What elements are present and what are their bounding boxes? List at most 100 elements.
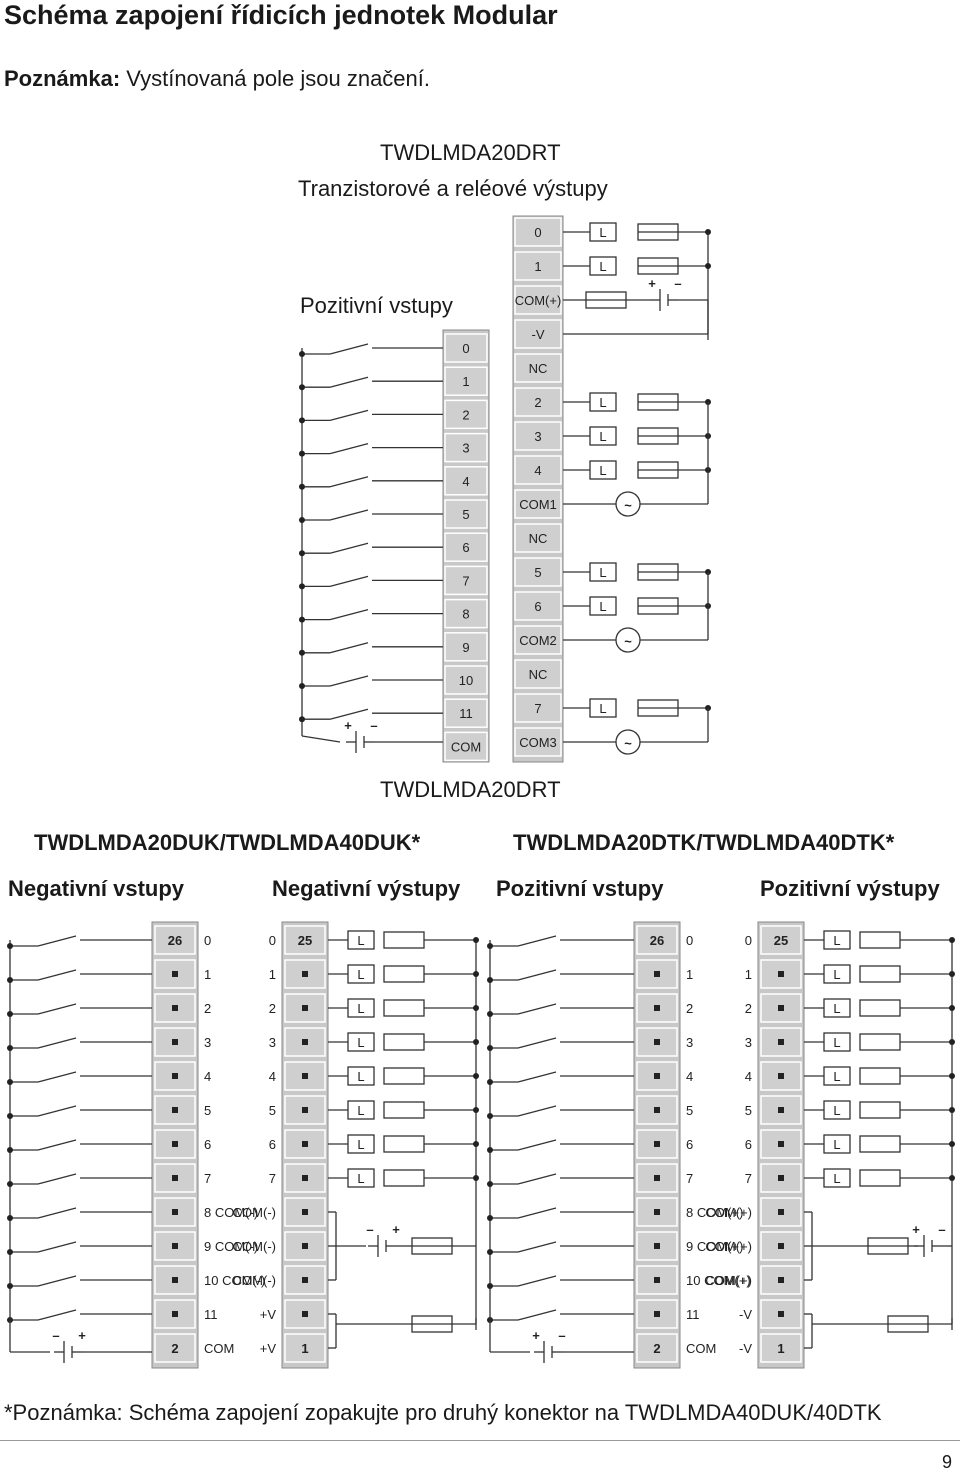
junction-dot — [299, 450, 305, 457]
output-terminal-label: COM(+) — [705, 1205, 752, 1220]
pin-dot — [302, 1243, 308, 1249]
battery-sign: – — [558, 1328, 565, 1343]
switch-contact — [329, 675, 369, 687]
load-box — [823, 1168, 851, 1188]
input-terminal-label: 6 — [462, 540, 469, 555]
pin-dot — [172, 1277, 178, 1283]
junction-dot — [473, 971, 479, 977]
input-terminal-label: 9 COM(+) — [686, 1239, 743, 1254]
output-device — [859, 999, 901, 1017]
bl-outputs-label: Negativní výstupy — [272, 876, 461, 901]
junction-dot — [7, 1079, 13, 1085]
switch-contact — [517, 1275, 557, 1287]
load-label: L — [357, 1137, 364, 1152]
input-terminal-label: 4 — [462, 474, 469, 489]
pin-dot — [778, 1175, 784, 1181]
pin-dot — [778, 1243, 784, 1249]
input-terminal-label: 11 — [204, 1307, 218, 1322]
input-pin — [154, 925, 196, 955]
output-pin — [284, 1027, 326, 1057]
junction-dot — [299, 649, 305, 656]
output-terminal-label: COM3 — [519, 735, 557, 750]
load-box — [823, 1100, 851, 1120]
output-pin-number: 1 — [777, 1341, 784, 1356]
output-device — [383, 931, 425, 949]
input-pin — [154, 993, 196, 1023]
junction-dot — [473, 937, 479, 943]
input-terminal-label: 10 — [459, 673, 473, 688]
switch-contact — [517, 1139, 557, 1151]
load-box — [347, 964, 375, 984]
load-box — [823, 1066, 851, 1086]
output-terminal-label: 0 — [534, 225, 541, 240]
output-terminal-label: 6 — [534, 599, 541, 614]
input-pin — [636, 993, 678, 1023]
footnote: *Poznámka: Schéma zapojení zopakujte pro… — [4, 1400, 882, 1425]
junction-dot — [705, 229, 711, 235]
ac-symbol: ~ — [624, 498, 632, 513]
pin-dot — [302, 1311, 308, 1317]
load-box — [589, 596, 617, 616]
switch-contact — [517, 1003, 557, 1015]
output-terminal-label: 3 — [534, 429, 541, 444]
load-label: L — [833, 967, 840, 982]
output-terminal-label: 4 — [534, 463, 541, 478]
load-label: L — [357, 967, 364, 982]
input-terminal-label: 7 — [462, 573, 469, 588]
input-terminal-label: 5 — [204, 1103, 211, 1118]
pin-dot — [654, 971, 660, 977]
input-terminal-label: 7 — [686, 1171, 693, 1186]
output-terminal — [514, 217, 562, 247]
pin-dot — [172, 1311, 178, 1317]
switch-contact — [329, 608, 369, 621]
junction-dot — [487, 1045, 493, 1051]
input-terminal-label: 3 — [462, 441, 469, 456]
bottom-right-model: TWDLMDA20DTK/TWDLMDA40DTK* — [513, 830, 895, 855]
switch-contact — [329, 376, 369, 388]
junction-dot — [487, 1283, 493, 1289]
input-terminal-label: 1 — [462, 374, 469, 389]
junction-dot — [487, 943, 493, 949]
junction-dot — [487, 1249, 493, 1255]
pin-dot — [172, 1107, 178, 1113]
junction-dot — [299, 351, 305, 357]
junction-dot — [7, 1147, 13, 1153]
load-box — [347, 1168, 375, 1188]
load-box — [823, 930, 851, 950]
load-label: L — [357, 1001, 364, 1016]
output-terminal-label: 2 — [745, 1001, 752, 1016]
junction-dot — [7, 1181, 13, 1187]
load-box — [347, 1134, 375, 1154]
input-terminal — [444, 466, 488, 496]
switch-contact — [329, 542, 369, 554]
switch-contact — [37, 1309, 77, 1321]
switch-contact — [37, 1207, 77, 1219]
pin-dot — [778, 1073, 784, 1079]
switch-contact — [37, 1275, 77, 1287]
junction-dot — [299, 550, 305, 557]
output-pin — [284, 925, 326, 955]
load-label: L — [833, 1103, 840, 1118]
pin-dot — [778, 1039, 784, 1045]
input-terminal-label: COM — [204, 1341, 234, 1356]
battery-sign: + — [648, 276, 656, 291]
top-subtitle: Tranzistorové a reléové výstupy — [298, 176, 608, 201]
junction-dot — [949, 1039, 955, 1045]
ac-symbol: ~ — [624, 736, 632, 751]
input-terminal-label: 6 — [686, 1137, 693, 1152]
output-terminal-label: +V — [260, 1341, 277, 1356]
load-label: L — [599, 259, 606, 274]
input-terminal — [444, 333, 488, 363]
output-terminal-label: 6 — [269, 1137, 276, 1152]
input-terminal-label: 0 — [204, 933, 211, 948]
output-terminal — [514, 693, 562, 723]
input-pin — [636, 1333, 678, 1363]
output-pin — [760, 1333, 802, 1363]
output-terminal-label: COM(+) — [705, 1239, 752, 1254]
pin-dot — [302, 1209, 308, 1215]
switch-contact — [329, 442, 369, 455]
pin-dot — [654, 1141, 660, 1147]
pin-dot — [302, 971, 308, 977]
battery-sign: – — [370, 718, 377, 733]
pin-dot — [172, 1073, 178, 1079]
